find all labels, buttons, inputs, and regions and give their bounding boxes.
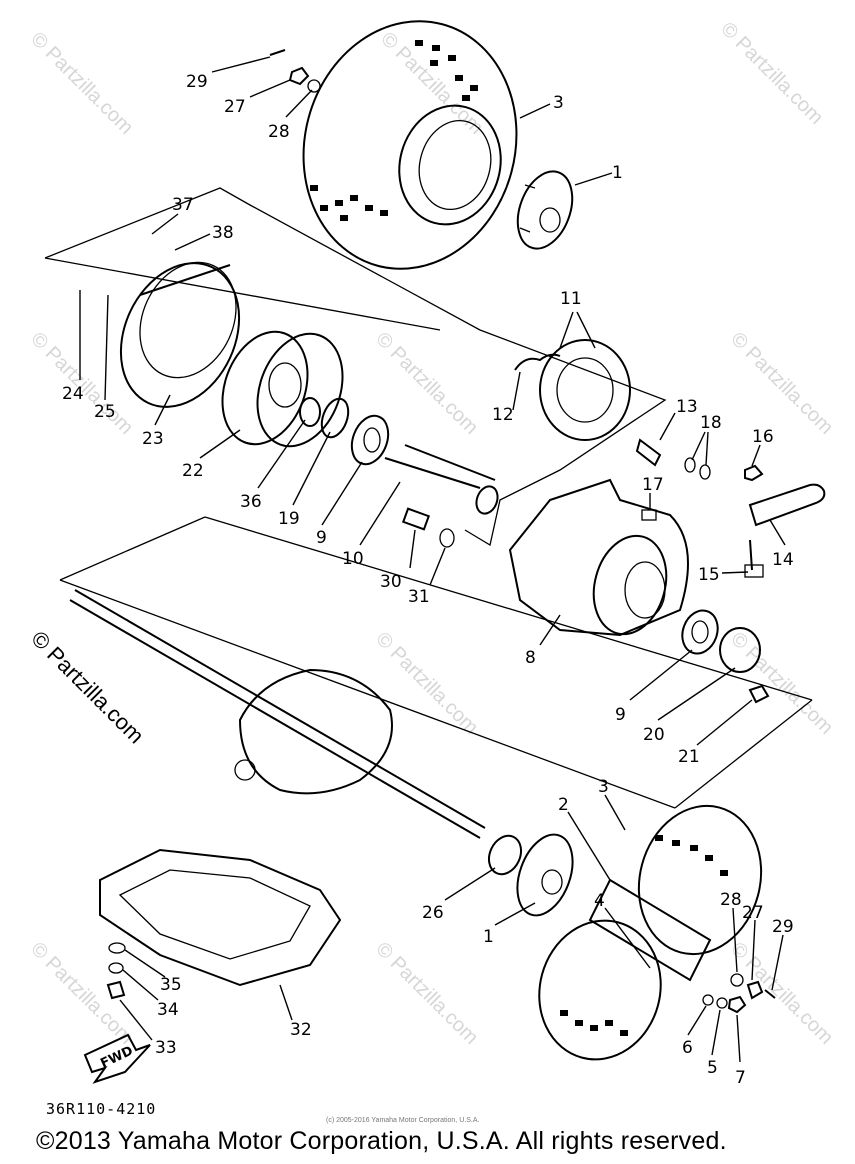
part-label: 6	[682, 1038, 693, 1058]
watermarks: © Partzilla.com © Partzilla.com © Partzi…	[26, 18, 837, 1049]
hub-group-outline-left	[44, 257, 441, 331]
part-label: 34	[157, 1000, 179, 1020]
skid-plate	[99, 848, 342, 1000]
watermark: © Partzilla.com	[26, 938, 137, 1049]
lower-fasteners	[702, 973, 776, 1014]
part-label: 30	[380, 572, 402, 592]
part-label: 28	[720, 890, 742, 910]
part-label: 36	[240, 492, 262, 512]
part-label: 16	[752, 427, 774, 447]
tread-blocks	[310, 40, 478, 221]
tire-rim	[398, 104, 502, 226]
part-label: 29	[772, 917, 794, 937]
spacer-tube	[384, 444, 499, 515]
part-label: 9	[316, 528, 327, 548]
part-label: 27	[224, 97, 246, 117]
bolt-washer-30-31	[401, 507, 455, 548]
leader-lines	[79, 56, 786, 1063]
part-label: 3	[553, 93, 564, 113]
part-label: 2	[558, 795, 569, 815]
watermark-vertical: © Partzilla.com	[26, 626, 149, 749]
upper-fasteners	[269, 49, 321, 93]
seals-bearings	[299, 397, 390, 466]
part-labels: 29 27 28 3 1 37 38 24 25 23 22 36 19 9 1…	[62, 72, 794, 1088]
drum-cover	[119, 261, 241, 408]
lower-wheel	[538, 804, 763, 1061]
watermark: © Partzilla.com	[726, 328, 837, 439]
part-label: 12	[492, 405, 514, 425]
brake-cam	[635, 438, 711, 521]
part-label: 21	[678, 747, 700, 767]
part-label: 8	[525, 648, 536, 668]
part-label: 26	[422, 903, 444, 923]
part-label: 13	[676, 397, 698, 417]
lower-tread	[560, 835, 728, 1036]
watermark: © Partzilla.com	[726, 628, 837, 739]
rear-axle	[69, 589, 523, 876]
part-label: 38	[212, 223, 234, 243]
part-label: 28	[268, 122, 290, 142]
tire-outer	[302, 20, 518, 270]
diagram-code: 36R110-4210	[46, 1100, 157, 1118]
part-label: 1	[612, 163, 623, 183]
part-label: 22	[182, 461, 204, 481]
part-label: 9	[615, 705, 626, 725]
part-label: 18	[700, 413, 722, 433]
part-label: 24	[62, 384, 84, 404]
watermark: © Partzilla.com	[726, 938, 837, 1049]
lower-bearing-plate	[681, 609, 770, 704]
part-label: 17	[642, 475, 664, 495]
hub-group-outline	[44, 187, 667, 547]
lower-hub	[516, 833, 574, 917]
part-label: 10	[342, 549, 364, 569]
small-copyright: (c) 2005-2016 Yamaha Motor Corporation, …	[326, 1117, 480, 1124]
part-label: 11	[560, 289, 582, 309]
part-label: 4	[594, 891, 605, 911]
copyright-notice: ©2013 Yamaha Motor Corporation, U.S.A. A…	[36, 1127, 727, 1155]
watermark: © Partzilla.com	[371, 628, 482, 739]
brake-lever	[744, 464, 826, 578]
axle-group-outline-left	[59, 579, 676, 809]
hub-housing	[508, 478, 689, 637]
part-label: 32	[290, 1020, 312, 1040]
tire-rim-inner	[418, 119, 492, 211]
part-label: 1	[483, 927, 494, 947]
part-label: 5	[707, 1058, 718, 1078]
part-label: 14	[772, 550, 794, 570]
axle-group-outline-right	[204, 516, 813, 701]
brake-shoes	[514, 339, 631, 441]
part-label: 37	[172, 195, 194, 215]
part-label: 7	[735, 1068, 746, 1088]
axle-group-outline-bottom	[674, 699, 813, 809]
upper-hub	[516, 170, 574, 250]
watermark: © Partzilla.com	[371, 938, 482, 1049]
part-label: 33	[155, 1038, 177, 1058]
part-label: 35	[160, 975, 182, 995]
axle-group-outline-top	[59, 516, 206, 581]
part-label: 19	[278, 509, 300, 529]
watermark: © Partzilla.com	[376, 28, 487, 139]
part-label: 3	[598, 777, 609, 797]
part-label: 25	[94, 402, 116, 422]
part-label: 20	[643, 725, 665, 745]
group-outlines	[44, 187, 813, 809]
part-label: 27	[742, 903, 764, 923]
watermark: © Partzilla.com	[26, 28, 137, 139]
part-label: 29	[186, 72, 208, 92]
upper-tire	[302, 20, 518, 270]
watermark: © Partzilla.com	[716, 18, 827, 129]
watermark: © Partzilla.com	[371, 328, 482, 439]
part-label: 23	[142, 429, 164, 449]
part-label: 15	[698, 565, 720, 585]
part-label: 31	[408, 587, 430, 607]
